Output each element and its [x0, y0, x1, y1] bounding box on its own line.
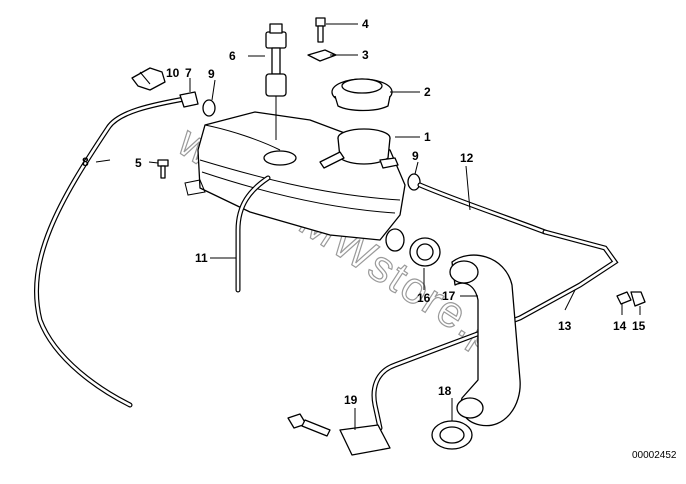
screw-5: [157, 159, 169, 179]
radiator-cap-2: [331, 78, 393, 112]
callout-9a: 9: [208, 67, 215, 81]
hose-7: [179, 91, 199, 108]
callout-14: 14: [613, 319, 627, 333]
hose-17: [449, 254, 521, 427]
bolt-4: [315, 17, 326, 43]
callout-9b: 9: [412, 149, 419, 163]
clip-10: [131, 67, 166, 91]
clamp-9-right: [407, 173, 421, 191]
leader-lines: [95, 23, 641, 430]
callout-19: 19: [344, 393, 358, 407]
connector-19: [287, 413, 391, 456]
hose-12: [417, 182, 548, 235]
hose-11: [235, 175, 271, 293]
callout-5: 5: [135, 156, 142, 170]
clamp-18: [431, 420, 473, 450]
clamp-16: [409, 237, 441, 267]
pipe-13: [371, 229, 619, 431]
expansion-tank: [184, 111, 406, 252]
clamp-9-left: [202, 99, 216, 117]
callout-1: 1: [424, 130, 431, 144]
callout-15: 15: [632, 319, 646, 333]
level-sensor-6: [265, 23, 287, 140]
callout-8: 8: [82, 155, 89, 169]
callout-6: 6: [229, 49, 236, 63]
callout-13: 13: [558, 319, 572, 333]
callout-11: 11: [195, 251, 208, 265]
callout-3: 3: [362, 48, 369, 62]
document-number: 00002452: [632, 450, 677, 461]
cap-15: [630, 291, 646, 307]
nut-14: [616, 291, 632, 305]
callout-17: 17: [442, 289, 456, 303]
callout-12: 12: [460, 151, 474, 165]
callout-10: 10: [166, 66, 180, 80]
callout-2: 2: [424, 85, 431, 99]
callout-18: 18: [438, 384, 452, 398]
callout-16: 16: [417, 291, 431, 305]
callout-7: 7: [185, 66, 192, 80]
hose-8: [34, 95, 193, 408]
callout-4: 4: [362, 17, 369, 31]
